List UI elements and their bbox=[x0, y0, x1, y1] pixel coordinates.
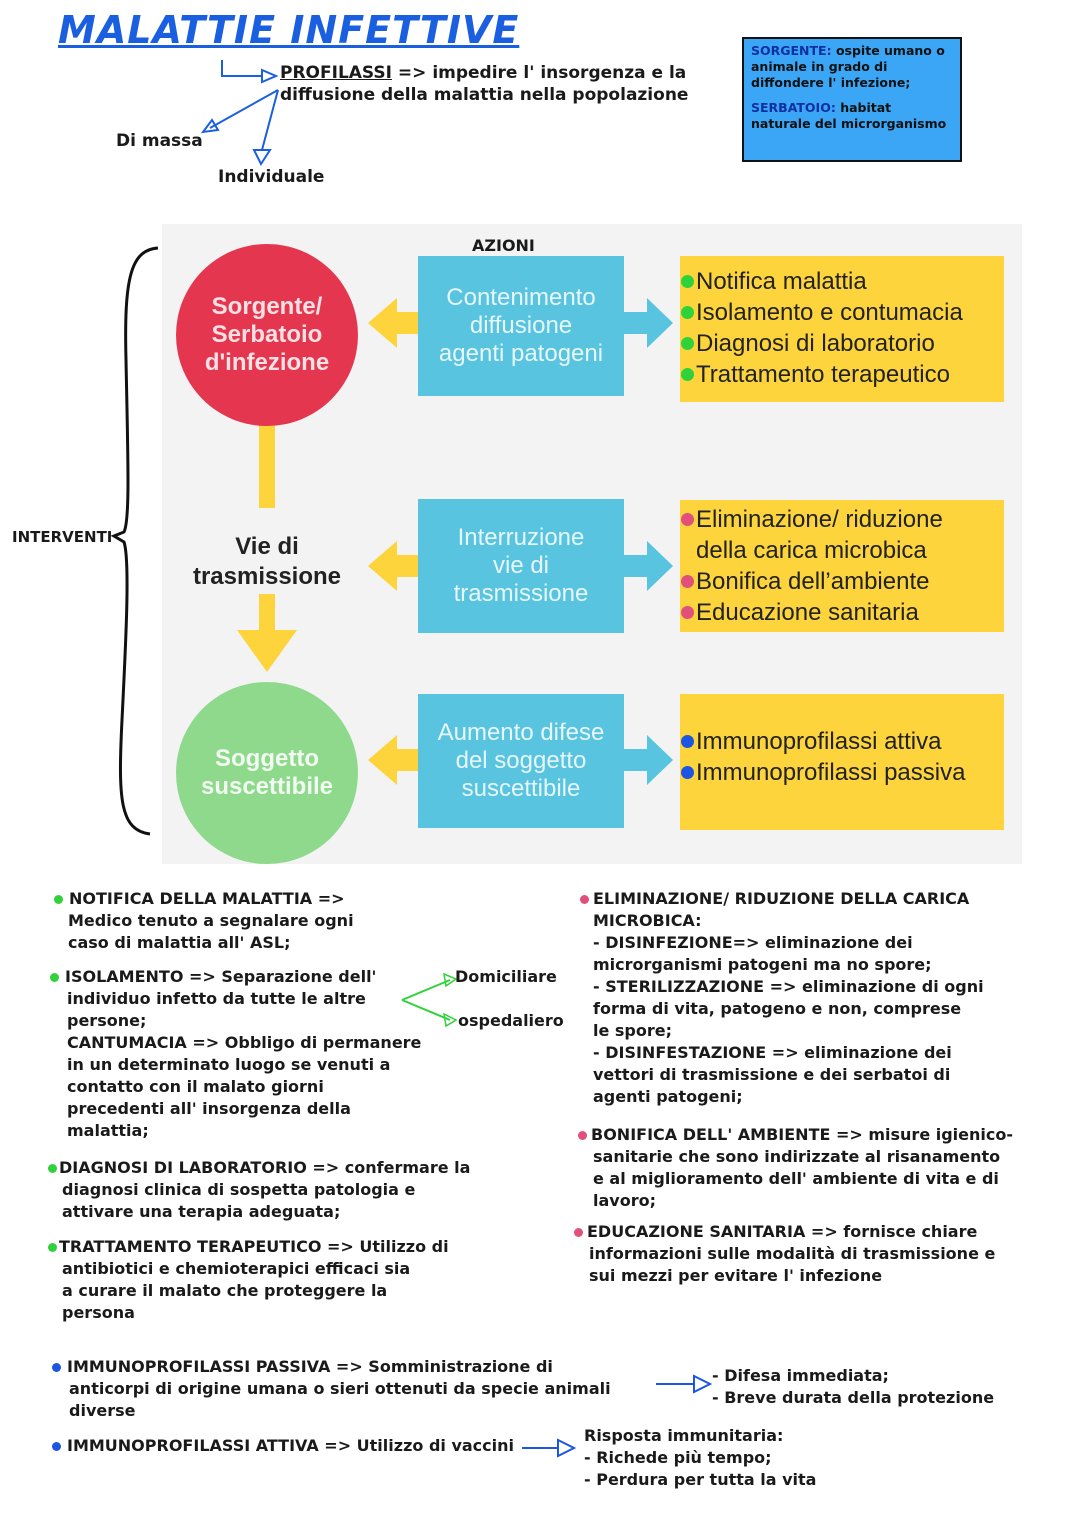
soggetto-circle-label: Soggetto suscettibile bbox=[200, 745, 334, 800]
action-trattamento: Trattamento terapeutico bbox=[681, 359, 1004, 390]
actions-group-1: Notifica malattia Isolamento e contumaci… bbox=[680, 256, 1004, 402]
pink-dot-icon bbox=[574, 1228, 583, 1237]
green-dot-icon bbox=[48, 1243, 57, 1252]
blue-bullet bbox=[681, 766, 694, 779]
sorgente-text: ospite umano o animale in grado di diffo… bbox=[751, 43, 945, 90]
attiva-arrow-icon bbox=[522, 1438, 577, 1458]
note-trattamento: TRATTAMENTO TERAPEUTICO => Utilizzo di a… bbox=[48, 1236, 518, 1324]
serbatoio-text: habitat naturale del microrganismo bbox=[751, 100, 947, 131]
profilassi-arrows bbox=[200, 60, 279, 167]
isolamento-branch-arrows bbox=[401, 972, 458, 1028]
green-bullet bbox=[681, 275, 694, 288]
interventions-diagram: AZIONI Sorgente/ Serbatoio d'infezione V… bbox=[162, 224, 1022, 864]
contenimento-label: Contenimento diffusione agenti patogeni bbox=[438, 284, 604, 367]
green-dot-icon bbox=[48, 1164, 57, 1173]
profilassi-label: PROFILASSI bbox=[280, 63, 392, 83]
action-notifica: Notifica malattia bbox=[681, 266, 1004, 297]
action-bonifica: Bonifica dell’ambiente bbox=[681, 566, 1004, 597]
sorgente-circle-label: Sorgente/ Serbatoio d'infezione bbox=[204, 293, 330, 376]
sorgente-circle: Sorgente/ Serbatoio d'infezione bbox=[176, 244, 358, 426]
blue-dot-icon bbox=[52, 1363, 61, 1372]
profilassi-massa: Di massa bbox=[116, 131, 203, 151]
note-isolamento: ISOLAMENTO => Separazione dell' individu… bbox=[50, 966, 430, 1142]
page-title: MALATTIE INFETTIVE bbox=[58, 8, 520, 52]
aumento-box: Aumento difese del soggetto suscettibile bbox=[418, 694, 624, 828]
profilassi-definition: PROFILASSI => impedire l' insorgenza e l… bbox=[280, 62, 688, 106]
interventi-label: INTERVENTI bbox=[12, 528, 113, 546]
interruzione-box: Interruzione vie di trasmissione bbox=[418, 499, 624, 633]
action-immuno-attiva: Immunoprofilassi attiva bbox=[681, 726, 1004, 757]
diagram-arrows bbox=[237, 298, 673, 785]
actions-group-2: Eliminazione/ riduzione della carica mic… bbox=[680, 500, 1004, 632]
profilassi-line2: diffusione della malattia nella popolazi… bbox=[280, 85, 689, 105]
vie-trasmissione-label: Vie di trasmissione bbox=[192, 533, 342, 590]
pink-bullet bbox=[681, 575, 694, 588]
azioni-heading: AZIONI bbox=[472, 236, 535, 255]
note-eliminazione: ELIMINAZIONE/ RIDUZIONE DELLA CARICA MIC… bbox=[580, 888, 1060, 1108]
profilassi-individuale: Individuale bbox=[218, 167, 325, 187]
sorgente-definition: SORGENTE: ospite umano o animale in grad… bbox=[751, 43, 953, 91]
action-immuno-passiva: Immunoprofilassi passiva bbox=[681, 757, 1004, 788]
passiva-arrow-icon bbox=[656, 1374, 713, 1394]
green-dot-icon bbox=[50, 973, 59, 982]
note-educazione: EDUCAZIONE SANITARIA => fornisce chiare … bbox=[574, 1221, 1064, 1287]
pink-dot-icon bbox=[578, 1131, 587, 1140]
green-bullet bbox=[681, 368, 694, 381]
green-bullet bbox=[681, 337, 694, 350]
definition-box: SORGENTE: ospite umano o animale in grad… bbox=[742, 37, 962, 162]
isolamento-domiciliare: Domiciliare bbox=[455, 967, 557, 986]
note-notifica: NOTIFICA DELLA MALATTIA => Medico tenuto… bbox=[54, 888, 524, 954]
action-isolamento: Isolamento e contumacia bbox=[681, 297, 1004, 328]
contenimento-box: Contenimento diffusione agenti patogeni bbox=[418, 256, 624, 396]
attiva-result: Risposta immunitaria: - Richede più temp… bbox=[584, 1426, 817, 1489]
note-attiva: IMMUNOPROFILASSI ATTIVA => Utilizzo di v… bbox=[52, 1435, 514, 1457]
serbatoio-definition: SERBATOIO: habitat naturale del microrga… bbox=[751, 100, 953, 132]
action-educazione: Educazione sanitaria bbox=[681, 597, 1004, 628]
action-diagnosi: Diagnosi di laboratorio bbox=[681, 328, 1004, 359]
pink-bullet bbox=[681, 606, 694, 619]
note-diagnosi: DIAGNOSI DI LABORATORIO => confermare la… bbox=[48, 1157, 518, 1223]
note-bonifica: BONIFICA DELL' AMBIENTE => misure igieni… bbox=[578, 1124, 1068, 1212]
serbatoio-label: SERBATOIO: bbox=[751, 100, 836, 115]
note-passiva: IMMUNOPROFILASSI PASSIVA => Somministraz… bbox=[52, 1356, 692, 1422]
green-dot-icon bbox=[54, 895, 63, 904]
interruzione-label: Interruzione vie di trasmissione bbox=[453, 524, 589, 607]
aumento-label: Aumento difese del soggetto suscettibile bbox=[437, 719, 605, 802]
interventi-brace bbox=[110, 246, 159, 836]
actions-group-3: Immunoprofilassi attiva Immunoprofilassi… bbox=[680, 694, 1004, 830]
soggetto-circle: Soggetto suscettibile bbox=[176, 682, 358, 864]
blue-bullet bbox=[681, 735, 694, 748]
pink-dot-icon bbox=[580, 895, 589, 904]
profilassi-line1: => impedire l' insorgenza e la bbox=[397, 63, 687, 83]
isolamento-ospedaliero: ospedaliero bbox=[458, 1011, 564, 1030]
pink-bullet bbox=[681, 513, 694, 526]
passiva-result: - Difesa immediata; - Breve durata della… bbox=[712, 1366, 995, 1407]
action-eliminazione: Eliminazione/ riduzione bbox=[681, 504, 1004, 535]
sorgente-label: SORGENTE: bbox=[751, 43, 832, 58]
green-bullet bbox=[681, 306, 694, 319]
blue-dot-icon bbox=[52, 1442, 61, 1451]
action-eliminazione-cont: della carica microbica bbox=[696, 537, 927, 564]
